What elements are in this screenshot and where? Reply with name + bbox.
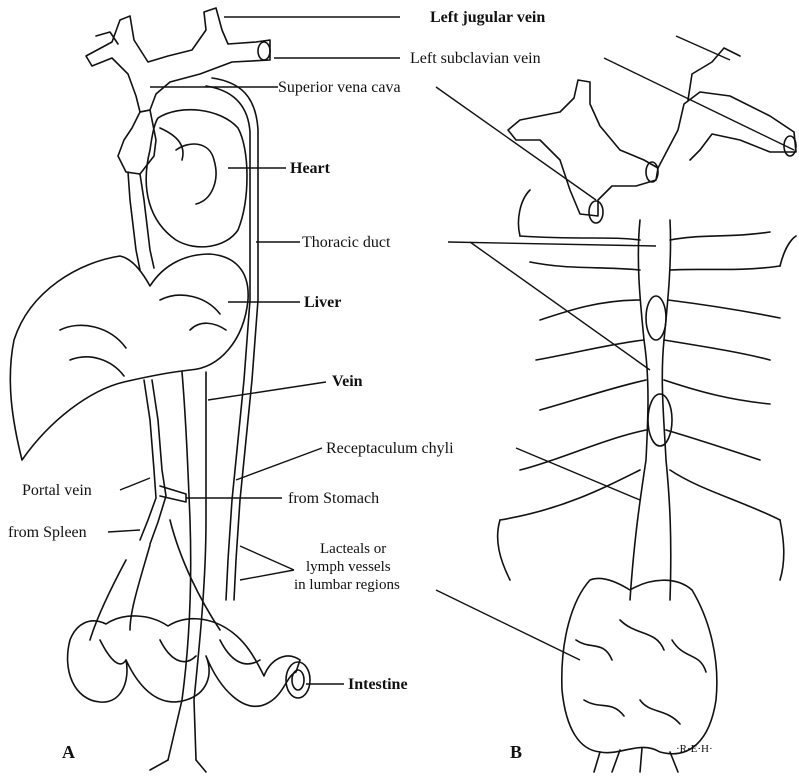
portal-vein-shape [140,380,156,540]
leader-lacteals-a [240,546,294,570]
leader-receptaculum-a [236,448,322,480]
label-receptaculum-chyli: Receptaculum chyli [326,440,454,457]
label-lacteals-line2: lymph vessels [306,559,391,575]
label-from-stomach: from Stomach [288,490,379,507]
thoracic-duct-shape [212,78,258,600]
leader-thoracic-c [470,242,650,370]
venous-trunk-branches [86,8,270,112]
leader-spleen [108,530,140,532]
artist-signature: ·R·E·H· [676,743,713,755]
label-superior-vena-cava: Superior vena cava [278,79,401,96]
label-thoracic-duct: Thoracic duct [302,234,391,251]
heart-shape [146,110,247,247]
label-left-subclavian-vein: Left subclavian vein [410,50,541,67]
leader-svc-c [676,36,730,60]
label-lacteals-line3: in lumbar regions [294,577,400,593]
leader-lacteals-b [240,570,294,580]
label-intestine: Intestine [348,676,408,693]
panel-b-lymph-branches [500,232,780,520]
label-left-jugular-vein: Left jugular vein [430,9,545,26]
leader-left-subclavian-b [604,58,794,150]
leader-lines [108,17,794,684]
label-from-spleen: from Spleen [8,524,87,541]
leader-lacteals-c [436,590,580,660]
label-vein: Vein [332,373,363,390]
panel-label-b: B [510,742,522,762]
label-liver: Liver [304,294,341,311]
panel-b-drawing [498,48,796,772]
label-heart: Heart [290,160,331,177]
panel-label-a: A [62,742,75,762]
panel-b-veins [508,80,658,216]
leader-portal-vein [120,478,150,490]
leader-thoracic-b [448,242,656,246]
label-portal-vein: Portal vein [22,482,92,499]
label-lacteals-line1: Lacteals or [320,541,386,557]
liver-shape [10,254,248,460]
leader-receptaculum-b [516,448,640,500]
panel-a-drawing [10,8,310,772]
leader-vein [208,382,326,400]
superior-vena-cava-shape [118,110,156,174]
leader-svc-b [436,87,596,200]
panel-b-thoracic-duct [630,220,648,600]
panel-b-lumbar-mass [562,578,717,753]
